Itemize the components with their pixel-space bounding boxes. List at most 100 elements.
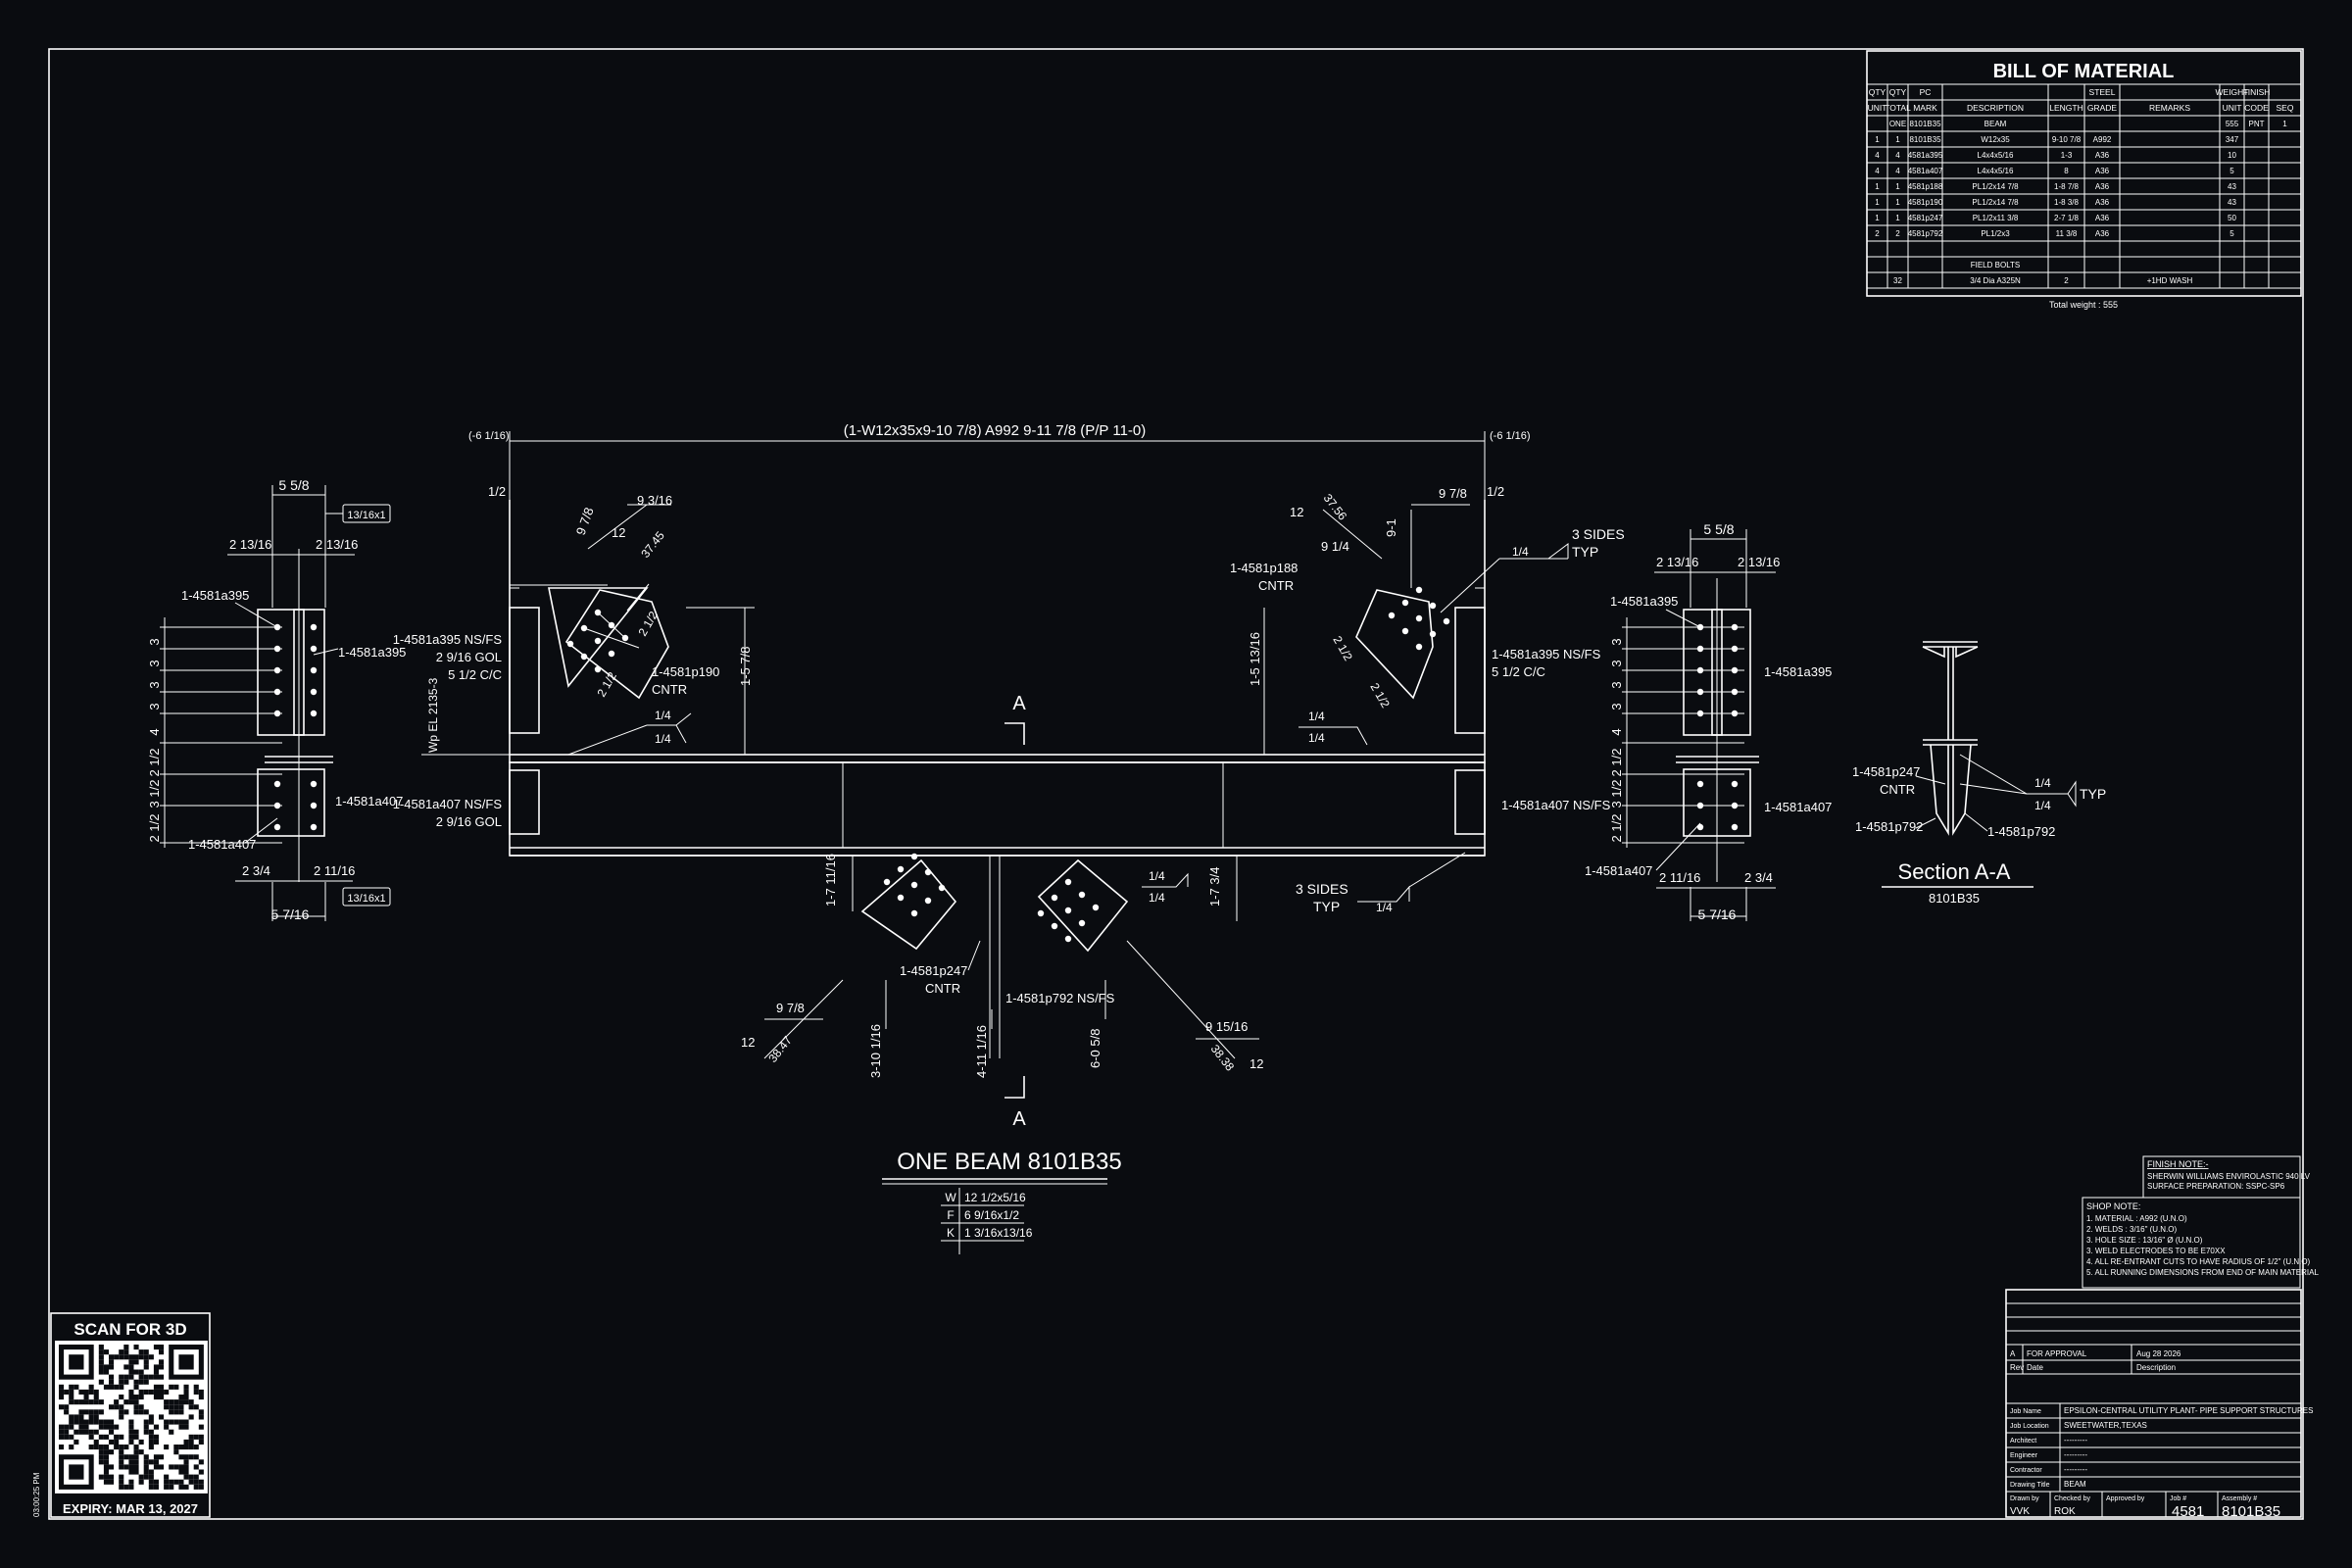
bom-cell: 4581p190	[1908, 198, 1943, 207]
bolt-hole	[897, 865, 905, 873]
spacing-dim: 3	[1609, 638, 1624, 645]
bom-cell: 1	[1875, 182, 1880, 191]
bom-cell: 9-10 7/8	[2052, 135, 2082, 144]
prop-value: 1 3/16x13/16	[964, 1226, 1033, 1240]
tr-dim-c: 9 1/4	[1321, 539, 1349, 554]
bolt-hole	[897, 894, 905, 902]
right-top-width: 5 5/8	[1703, 521, 1734, 537]
section-weld-a: 1/4	[2034, 776, 2051, 790]
bolt-hole	[1731, 780, 1739, 788]
bom-cell: 2	[2064, 276, 2069, 285]
bom-cell: +1HD WASH	[2147, 276, 2193, 285]
bolt-hole	[924, 897, 932, 905]
bom-cell: BEAM	[1984, 120, 2007, 128]
qr-code[interactable]	[55, 1341, 208, 1494]
bom-cell: UNIT	[1868, 103, 1887, 113]
p247-a: 1-4581p247	[900, 963, 967, 978]
finish-title: FINISH NOTE:-	[2147, 1159, 2209, 1169]
bom-cell: 4581a395	[1908, 151, 1943, 160]
tb-field-label: Contractor	[2010, 1467, 2042, 1474]
approved-by-label: Approved by	[2106, 1495, 2145, 1502]
bom-cell: PL1/2x11 3/8	[1973, 214, 2019, 222]
section-plate	[1930, 744, 1972, 836]
tb-field-label: Architect	[2010, 1438, 2036, 1445]
bom-cell: TOTAL	[1885, 103, 1911, 113]
left-clip-d: 1-4581a407 NS/FS	[393, 797, 503, 811]
bolt-hole	[566, 640, 574, 648]
right-a395-r: 1-4581a395	[1764, 664, 1832, 679]
bolt-hole	[1064, 878, 1072, 886]
bom-cell: 4	[1875, 151, 1880, 160]
bom-cell: 1	[1895, 214, 1900, 222]
bom-cell: A36	[2095, 182, 2110, 191]
bom-cell: 4	[1895, 167, 1900, 175]
tr-dim-e: 9 7/8	[1439, 486, 1467, 501]
bolt-hole	[310, 780, 318, 788]
section-p792-l: 1-4581p792	[1855, 819, 1923, 834]
shop-title: SHOP NOTE:	[2086, 1201, 2140, 1211]
bom-cell: FINISH	[2243, 87, 2271, 97]
bom-cell: SEQ	[2277, 103, 2294, 113]
bolt-hole	[910, 853, 918, 860]
tb-field-value: ---------	[2064, 1465, 2087, 1474]
left-bot-l: 2 3/4	[242, 863, 270, 878]
wp-label: Wp EL 2135-3	[426, 677, 440, 753]
right-clip-c: 1-4581a407 NS/FS	[1501, 798, 1611, 812]
p188-a: 1-4581p188	[1230, 561, 1298, 575]
bolt-hole	[580, 653, 588, 661]
spacing-dim: 3	[147, 681, 162, 688]
section-p247-a: 1-4581p247	[1852, 764, 1920, 779]
bom-cell: L4x4x5/16	[1978, 167, 2014, 175]
gusset-p188	[1355, 589, 1434, 700]
bolt-hole	[910, 881, 918, 889]
bom-cell: 8101B35	[1909, 120, 1941, 128]
bolt-hole	[924, 868, 932, 876]
beam-elevation: (1-W12x35x9-10 7/8) A992 9-11 7/8 (P/P 1…	[393, 422, 1625, 1254]
bom-cell: W12x35	[1981, 135, 2010, 144]
p188-b: CNTR	[1258, 578, 1294, 593]
spacing-dim: 2 1/2	[147, 749, 162, 777]
bom-cell: 555	[2226, 120, 2239, 128]
bot-dim-1: 3-10 1/16	[868, 1024, 883, 1078]
spacing-dim: 3 1/2	[1609, 780, 1624, 808]
bom-cell: 4581p792	[1908, 229, 1943, 238]
bolt-hole	[1064, 906, 1072, 914]
finish-line: SHERWIN WILLIAMS ENVIROLASTIC 940 LV	[2147, 1172, 2311, 1181]
bolt-hole	[1064, 935, 1072, 943]
weld-top: 1/4	[1512, 545, 1529, 559]
p190-a: 1-4581p190	[652, 664, 719, 679]
section-subtitle: 8101B35	[1929, 891, 1980, 906]
spacing-dim: 2 1/2	[147, 814, 162, 843]
bl-dim-a: 9 7/8	[776, 1001, 805, 1015]
bom-cell: 4581p188	[1908, 182, 1943, 191]
bom-cell: A36	[2095, 214, 2110, 222]
bom-cell: QTY	[1889, 87, 1907, 97]
bot-dim-2: 4-11 1/16	[974, 1025, 989, 1078]
tb-field-value: BEAM	[2064, 1480, 2086, 1489]
weld-bottom-a: 1/4	[1149, 869, 1165, 883]
spacing-dim: 3	[1609, 703, 1624, 710]
typ-bottom: TYP	[1313, 899, 1340, 914]
bom-cell: PL1/2x3	[1981, 229, 2010, 238]
right-gage-r: 2 13/16	[1738, 555, 1780, 569]
bom-cell: MARK	[1913, 103, 1937, 113]
bolt-hole	[273, 780, 281, 788]
half-left: 1/2	[488, 484, 506, 499]
bolt-hole	[1415, 586, 1423, 594]
prop-key: W	[945, 1191, 956, 1204]
bom-cell: A992	[2093, 135, 2112, 144]
assembly-number: 8101B35	[2222, 1503, 2280, 1520]
prop-value: 12 1/2x5/16	[964, 1191, 1026, 1204]
bom-cell: UNIT	[2223, 103, 2242, 113]
bom-cell: 347	[2226, 135, 2239, 144]
bolt-hole	[1696, 780, 1704, 788]
bolt-hole	[594, 665, 602, 673]
p792: 1-4581p792 NS/FS	[1005, 991, 1115, 1005]
right-gage-l: 2 13/16	[1656, 555, 1698, 569]
checked-by-label: Checked by	[2054, 1495, 2090, 1502]
bom-cell: 2	[1895, 229, 1900, 238]
left-bot-width: 5 7/16	[271, 906, 310, 922]
bolt-hole	[1092, 904, 1100, 911]
left-clip-bottom	[257, 768, 325, 837]
tb-field-label: Engineer	[2010, 1452, 2038, 1459]
